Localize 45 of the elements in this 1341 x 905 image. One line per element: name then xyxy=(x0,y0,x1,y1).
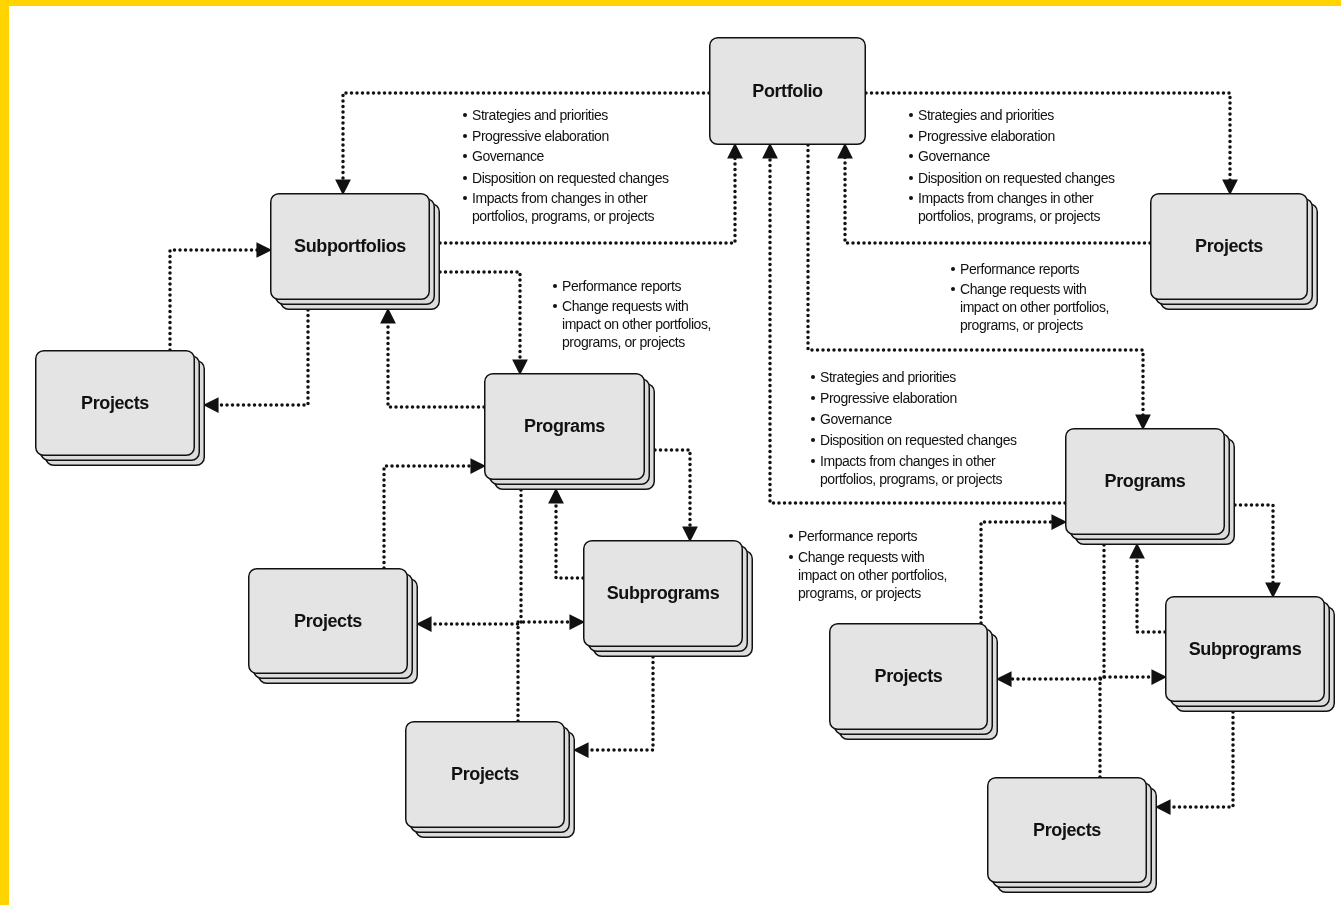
bullet-item: Impacts from changes in other portfolios, programs, or projects xyxy=(810,452,1040,488)
box-label: Programs xyxy=(1104,471,1186,492)
box-label: Projects xyxy=(81,392,149,414)
box-label: Projects xyxy=(1195,236,1263,257)
stacked-box xyxy=(583,540,753,657)
stacked-box xyxy=(987,777,1157,893)
bullet-item: Governance xyxy=(810,410,1050,428)
stacked-box xyxy=(1165,596,1335,712)
box-label: Programs xyxy=(524,416,605,437)
stacked-box xyxy=(270,193,440,310)
box-label: Subportfolios xyxy=(294,236,406,257)
bullet-item: Strategies and priorities xyxy=(810,368,1050,386)
bullet-item: Strategies and priorities xyxy=(462,106,702,124)
box-label: Subprograms xyxy=(606,583,720,604)
stacked-box xyxy=(35,350,205,466)
bullet-item: Progressive elaboration xyxy=(908,127,1148,145)
bullet-item: Strategies and priorities xyxy=(908,106,1148,124)
bullet-item: Change requests with impact on other portfolios, programs, or projects xyxy=(788,548,958,602)
box-label: Projects xyxy=(451,764,519,785)
box-label: Subprograms xyxy=(1188,638,1302,660)
bullet-item: Change requests with impact on other portfolios, programs, or projects xyxy=(552,297,727,351)
bullet-item: Disposition on requested changes xyxy=(810,431,1050,449)
stacked-box xyxy=(829,623,998,740)
bullet-item: Performance reports xyxy=(788,527,988,545)
bullet-item: Performance reports xyxy=(950,260,1140,278)
bullet-item: Governance xyxy=(908,147,1148,165)
stacked-box xyxy=(1150,193,1318,310)
stacked-box xyxy=(405,721,575,838)
stacked-box xyxy=(484,373,655,490)
bullet-item: Disposition on requested changes xyxy=(462,169,702,187)
bullet-item: Progressive elaboration xyxy=(462,127,702,145)
box xyxy=(709,37,866,145)
bullet-item: Impacts from changes in other portfolios, programs, or projects xyxy=(908,189,1138,225)
bullet-item: Performance reports xyxy=(552,277,752,295)
box-label: Projects xyxy=(294,610,362,632)
bullet-item: Progressive elaboration xyxy=(810,389,1050,407)
bullet-item: Governance xyxy=(462,147,702,165)
bullet-item: Disposition on requested changes xyxy=(908,169,1148,187)
stacked-box xyxy=(1065,428,1235,545)
box-label: Projects xyxy=(874,666,943,687)
stacked-box xyxy=(248,568,418,684)
bullet-item: Change requests with impact on other portfolios, programs, or projects xyxy=(950,280,1120,334)
bullet-item: Impacts from changes in other portfolios, programs, or projects xyxy=(462,189,692,225)
box-label: Portfolio xyxy=(752,80,823,102)
box-label: Projects xyxy=(1033,819,1101,841)
